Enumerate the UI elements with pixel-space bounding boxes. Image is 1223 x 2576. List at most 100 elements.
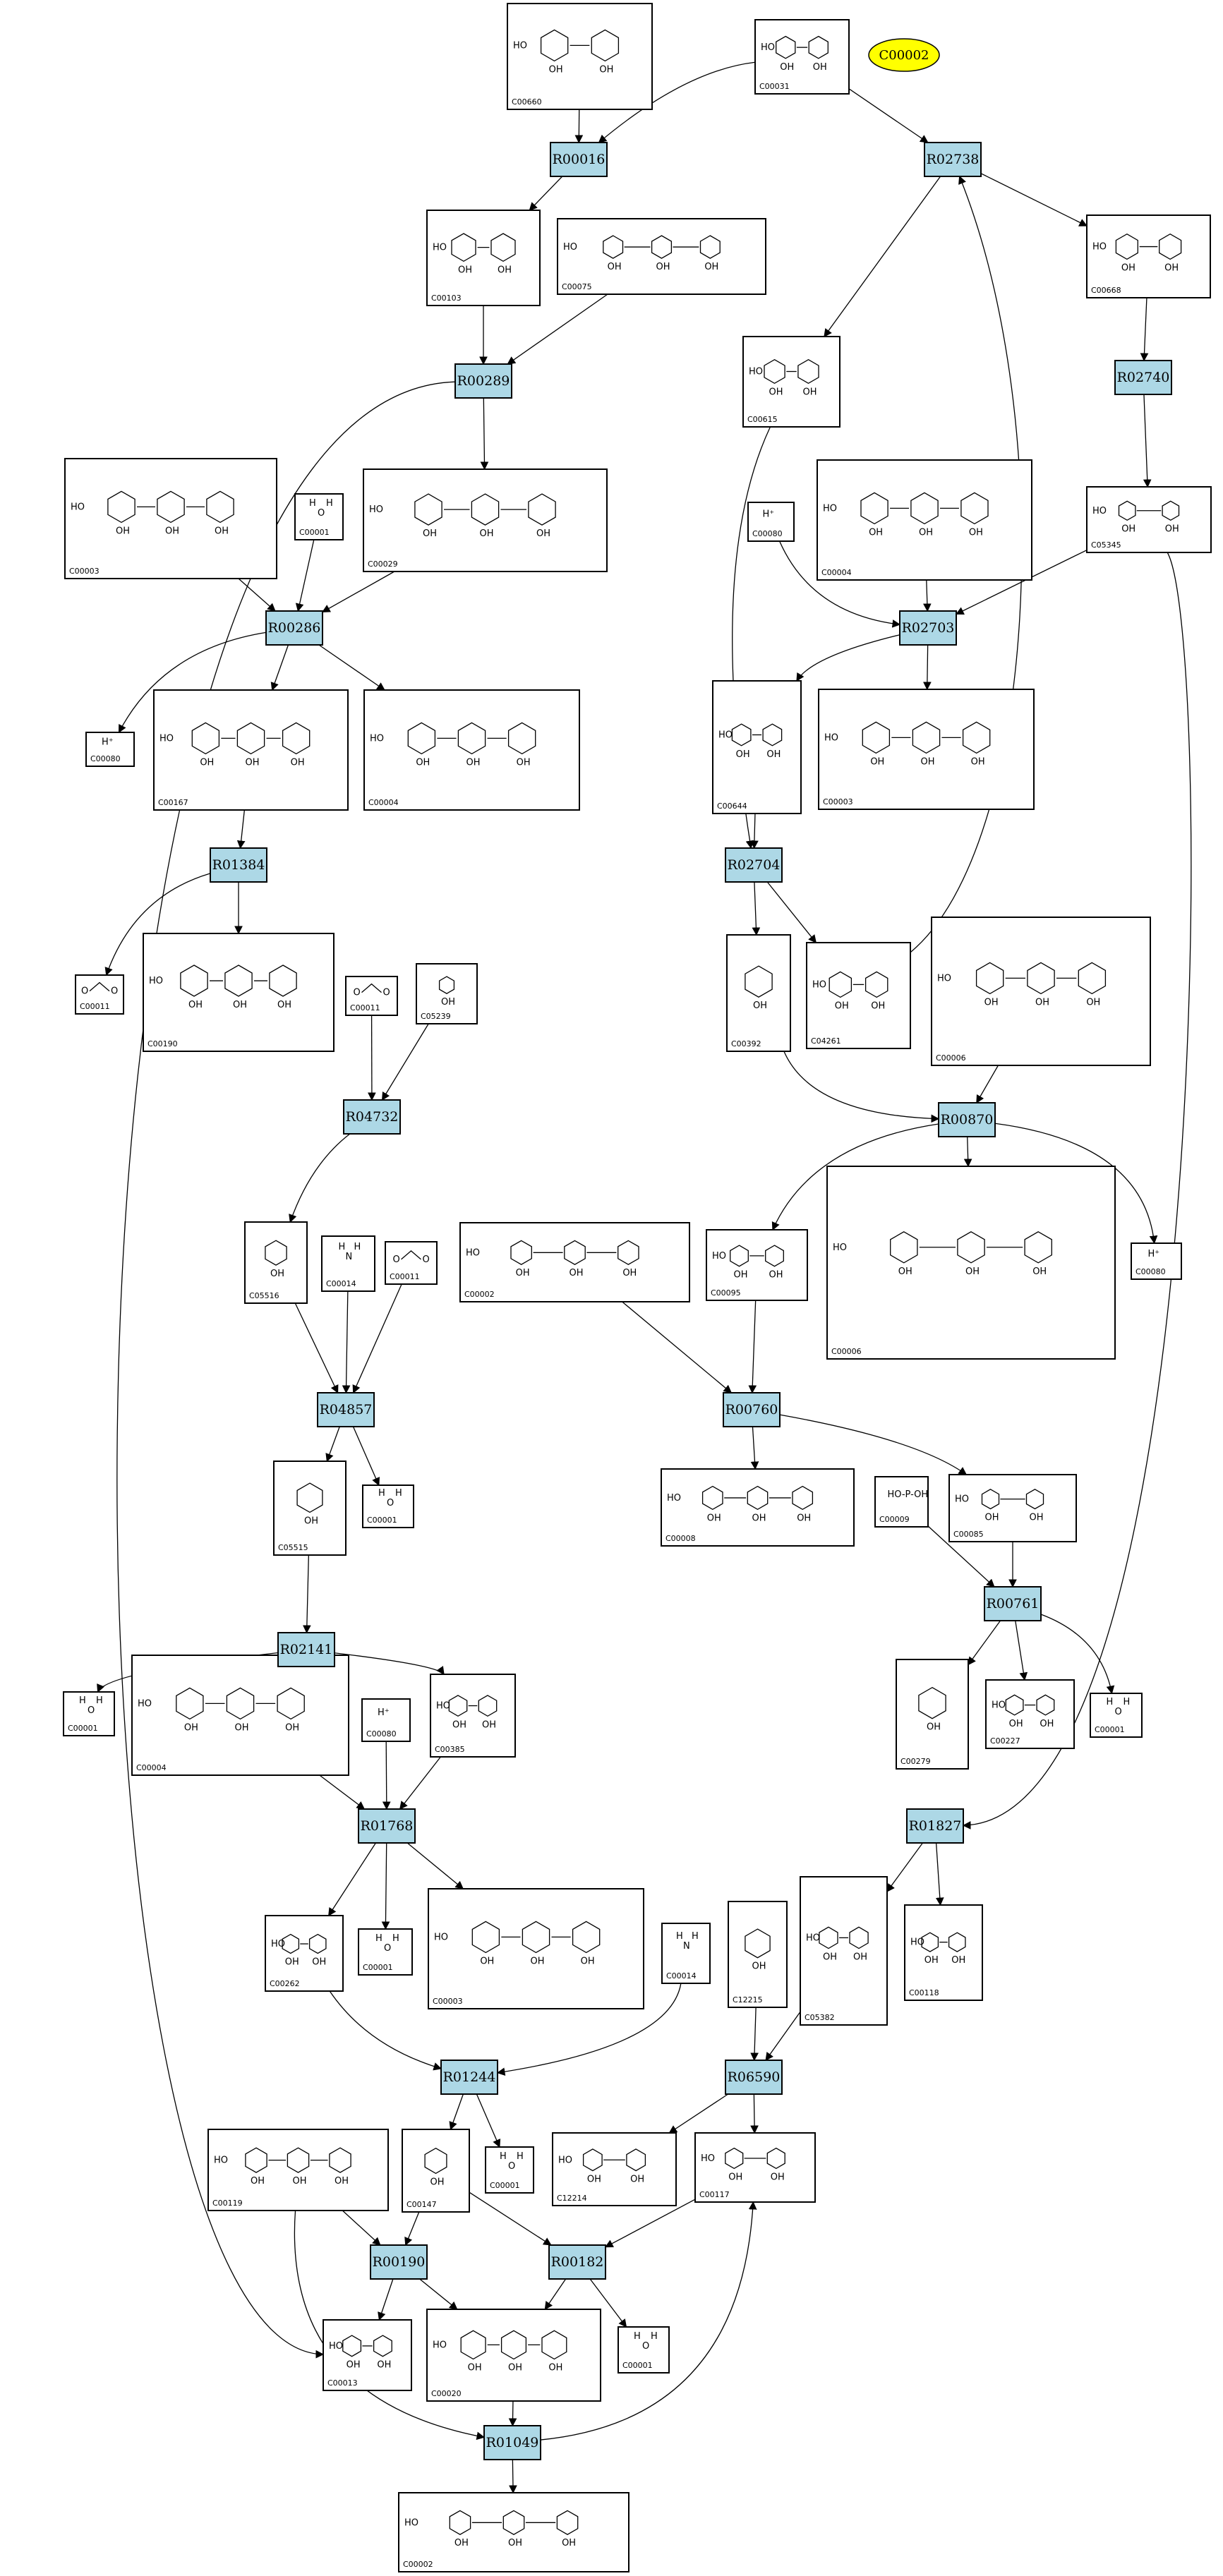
compound-box[interactable] bbox=[1086, 486, 1212, 553]
reaction-r04732[interactable]: R04732 bbox=[343, 1099, 401, 1135]
compound-box[interactable] bbox=[64, 458, 277, 579]
compound-box[interactable] bbox=[75, 974, 124, 1015]
reaction-box[interactable] bbox=[1114, 360, 1172, 395]
compound-box[interactable] bbox=[507, 3, 653, 110]
compound-box[interactable] bbox=[207, 2129, 389, 2211]
compound-box[interactable] bbox=[402, 2129, 470, 2213]
reaction-r01244[interactable]: R01244 bbox=[440, 2060, 498, 2095]
compound-box[interactable] bbox=[706, 1229, 808, 1301]
reaction-r00289[interactable]: R00289 bbox=[454, 363, 512, 399]
compound-c00080a[interactable]: H⁺C00080 bbox=[85, 732, 135, 767]
compound-box[interactable] bbox=[426, 210, 541, 306]
compound-box[interactable] bbox=[459, 1222, 690, 1302]
compound-box[interactable] bbox=[726, 934, 791, 1052]
reaction-box[interactable] bbox=[440, 2060, 498, 2095]
reaction-box[interactable] bbox=[210, 847, 267, 883]
compound-box[interactable] bbox=[294, 493, 344, 540]
reaction-r00761[interactable]: R00761 bbox=[984, 1586, 1042, 1621]
compound-box[interactable] bbox=[985, 1679, 1075, 1749]
compound-box[interactable] bbox=[1131, 1242, 1182, 1280]
reaction-r06590[interactable]: R06590 bbox=[725, 2060, 783, 2095]
compound-box[interactable] bbox=[552, 2132, 677, 2206]
reaction-r00286[interactable]: R00286 bbox=[265, 610, 323, 646]
reaction-box[interactable] bbox=[906, 1808, 964, 1844]
reaction-r00016[interactable]: R00016 bbox=[550, 142, 608, 177]
compound-box[interactable] bbox=[273, 1461, 347, 1556]
compound-box[interactable] bbox=[874, 1476, 929, 1528]
reaction-box[interactable] bbox=[723, 1392, 781, 1427]
compound-box[interactable] bbox=[426, 2309, 601, 2402]
reaction-box[interactable] bbox=[454, 363, 512, 399]
compound-box[interactable] bbox=[806, 942, 911, 1049]
compound-box[interactable] bbox=[817, 459, 1032, 581]
compound-c00080d[interactable]: H⁺C00080 bbox=[361, 1698, 411, 1742]
compound-box[interactable] bbox=[361, 1698, 411, 1742]
reaction-box[interactable] bbox=[938, 1102, 996, 1137]
compound-box[interactable] bbox=[754, 19, 850, 95]
compound-c00080c[interactable]: H⁺C00080 bbox=[1131, 1242, 1182, 1280]
reaction-r00870[interactable]: R00870 bbox=[938, 1102, 996, 1137]
compound-box[interactable] bbox=[345, 976, 398, 1016]
reaction-box[interactable] bbox=[483, 2425, 541, 2460]
compound-box[interactable] bbox=[321, 1235, 375, 1292]
compound-box[interactable] bbox=[904, 1904, 983, 2001]
reaction-box[interactable] bbox=[899, 610, 957, 646]
compound-box[interactable] bbox=[63, 1691, 115, 1736]
compound-box[interactable] bbox=[385, 1241, 438, 1285]
compound-box[interactable] bbox=[131, 1655, 349, 1776]
reaction-r02738[interactable]: R02738 bbox=[924, 142, 982, 177]
reaction-r00760[interactable]: R00760 bbox=[723, 1392, 781, 1427]
compound-box[interactable] bbox=[742, 336, 841, 428]
compound-box[interactable] bbox=[661, 1468, 855, 1547]
compound-box[interactable] bbox=[363, 468, 608, 572]
reaction-box[interactable] bbox=[548, 2244, 606, 2280]
reaction-box[interactable] bbox=[317, 1392, 375, 1427]
reaction-box[interactable] bbox=[265, 610, 323, 646]
compound-box[interactable] bbox=[617, 2326, 670, 2374]
reaction-box[interactable] bbox=[343, 1099, 401, 1135]
compound-box[interactable] bbox=[896, 1659, 969, 1770]
reaction-box[interactable] bbox=[984, 1586, 1042, 1621]
reaction-r02703[interactable]: R02703 bbox=[899, 610, 957, 646]
reaction-r01384[interactable]: R01384 bbox=[210, 847, 267, 883]
compound-box[interactable] bbox=[931, 917, 1151, 1066]
compound-box[interactable] bbox=[747, 502, 795, 542]
reaction-box[interactable] bbox=[277, 1632, 335, 1667]
compound-box[interactable] bbox=[85, 732, 135, 767]
compound-c00080b[interactable]: H⁺C00080 bbox=[747, 502, 795, 542]
reaction-box[interactable] bbox=[370, 2244, 428, 2280]
